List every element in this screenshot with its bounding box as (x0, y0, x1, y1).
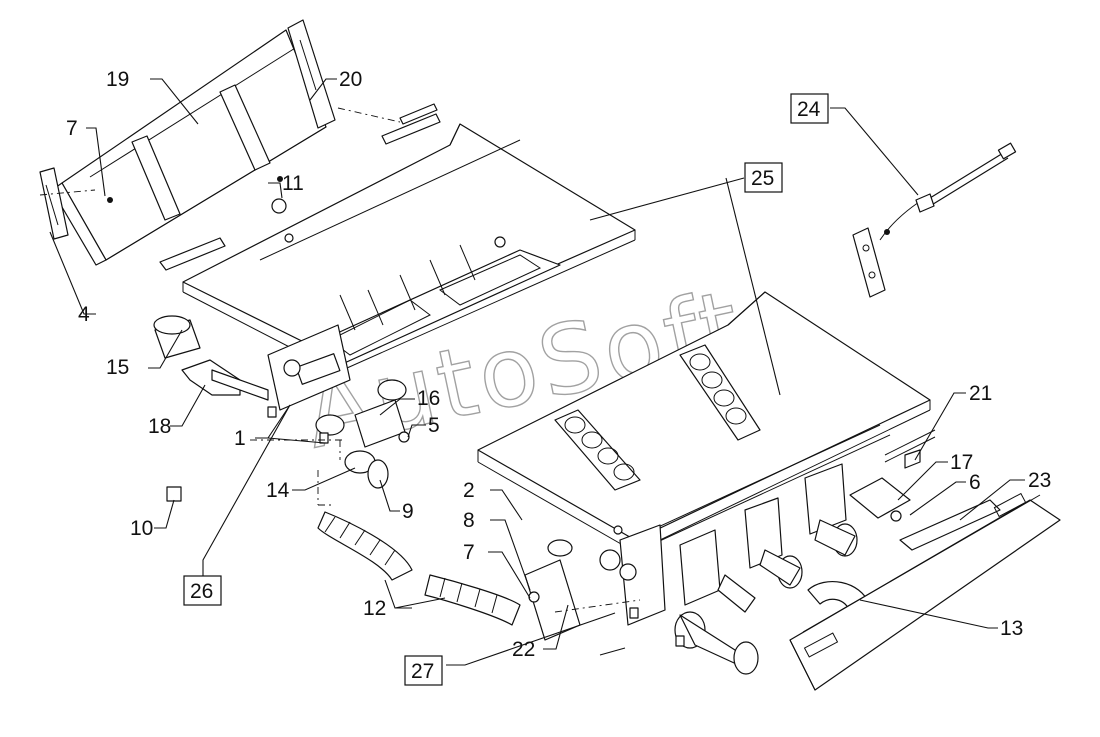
callout-7-bottom: 7 (463, 541, 475, 564)
callout-25: 25 (751, 167, 774, 190)
callout-17: 17 (950, 451, 973, 474)
callout-13: 13 (1000, 617, 1023, 640)
left-manifold-assembly (153, 315, 521, 626)
callout-15: 15 (106, 356, 129, 379)
callout-12: 12 (363, 597, 386, 620)
callout-24: 24 (797, 98, 821, 121)
callout-11: 11 (282, 172, 304, 195)
callout-19: 19 (106, 68, 129, 91)
callout-5: 5 (428, 414, 440, 437)
leader-lines (49, 78, 1025, 666)
callout-21: 21 (969, 382, 992, 405)
callout-22: 22 (512, 638, 535, 661)
callout-23: 23 (1028, 469, 1051, 492)
callout-16: 16 (417, 387, 440, 410)
callout-26-box (183, 575, 222, 606)
callout-7-top: 7 (66, 117, 78, 140)
callout-4: 4 (78, 303, 90, 326)
lower-burner-body (477, 291, 931, 553)
callout-10: 10 (130, 517, 153, 540)
callout-14: 14 (266, 479, 290, 502)
callout-27: 27 (411, 660, 434, 683)
callout-8: 8 (463, 509, 475, 532)
ignition-cable-assembly (852, 142, 1017, 298)
lower-burner-tubes (524, 429, 1061, 691)
callout-25-box (744, 162, 783, 193)
callout-18: 18 (148, 415, 171, 438)
callout-labels: 19 20 7 4 11 15 18 1 16 5 14 9 10 12 2 8… (66, 68, 1051, 686)
callout-26: 26 (190, 580, 213, 603)
callout-2: 2 (463, 479, 475, 502)
callout-1: 1 (234, 427, 246, 450)
callout-6: 6 (969, 471, 981, 494)
upper-cover-tray (39, 19, 441, 271)
callout-24-box (790, 93, 829, 124)
callout-9: 9 (402, 500, 414, 523)
callout-27-box (404, 655, 443, 686)
callout-20: 20 (339, 68, 362, 91)
